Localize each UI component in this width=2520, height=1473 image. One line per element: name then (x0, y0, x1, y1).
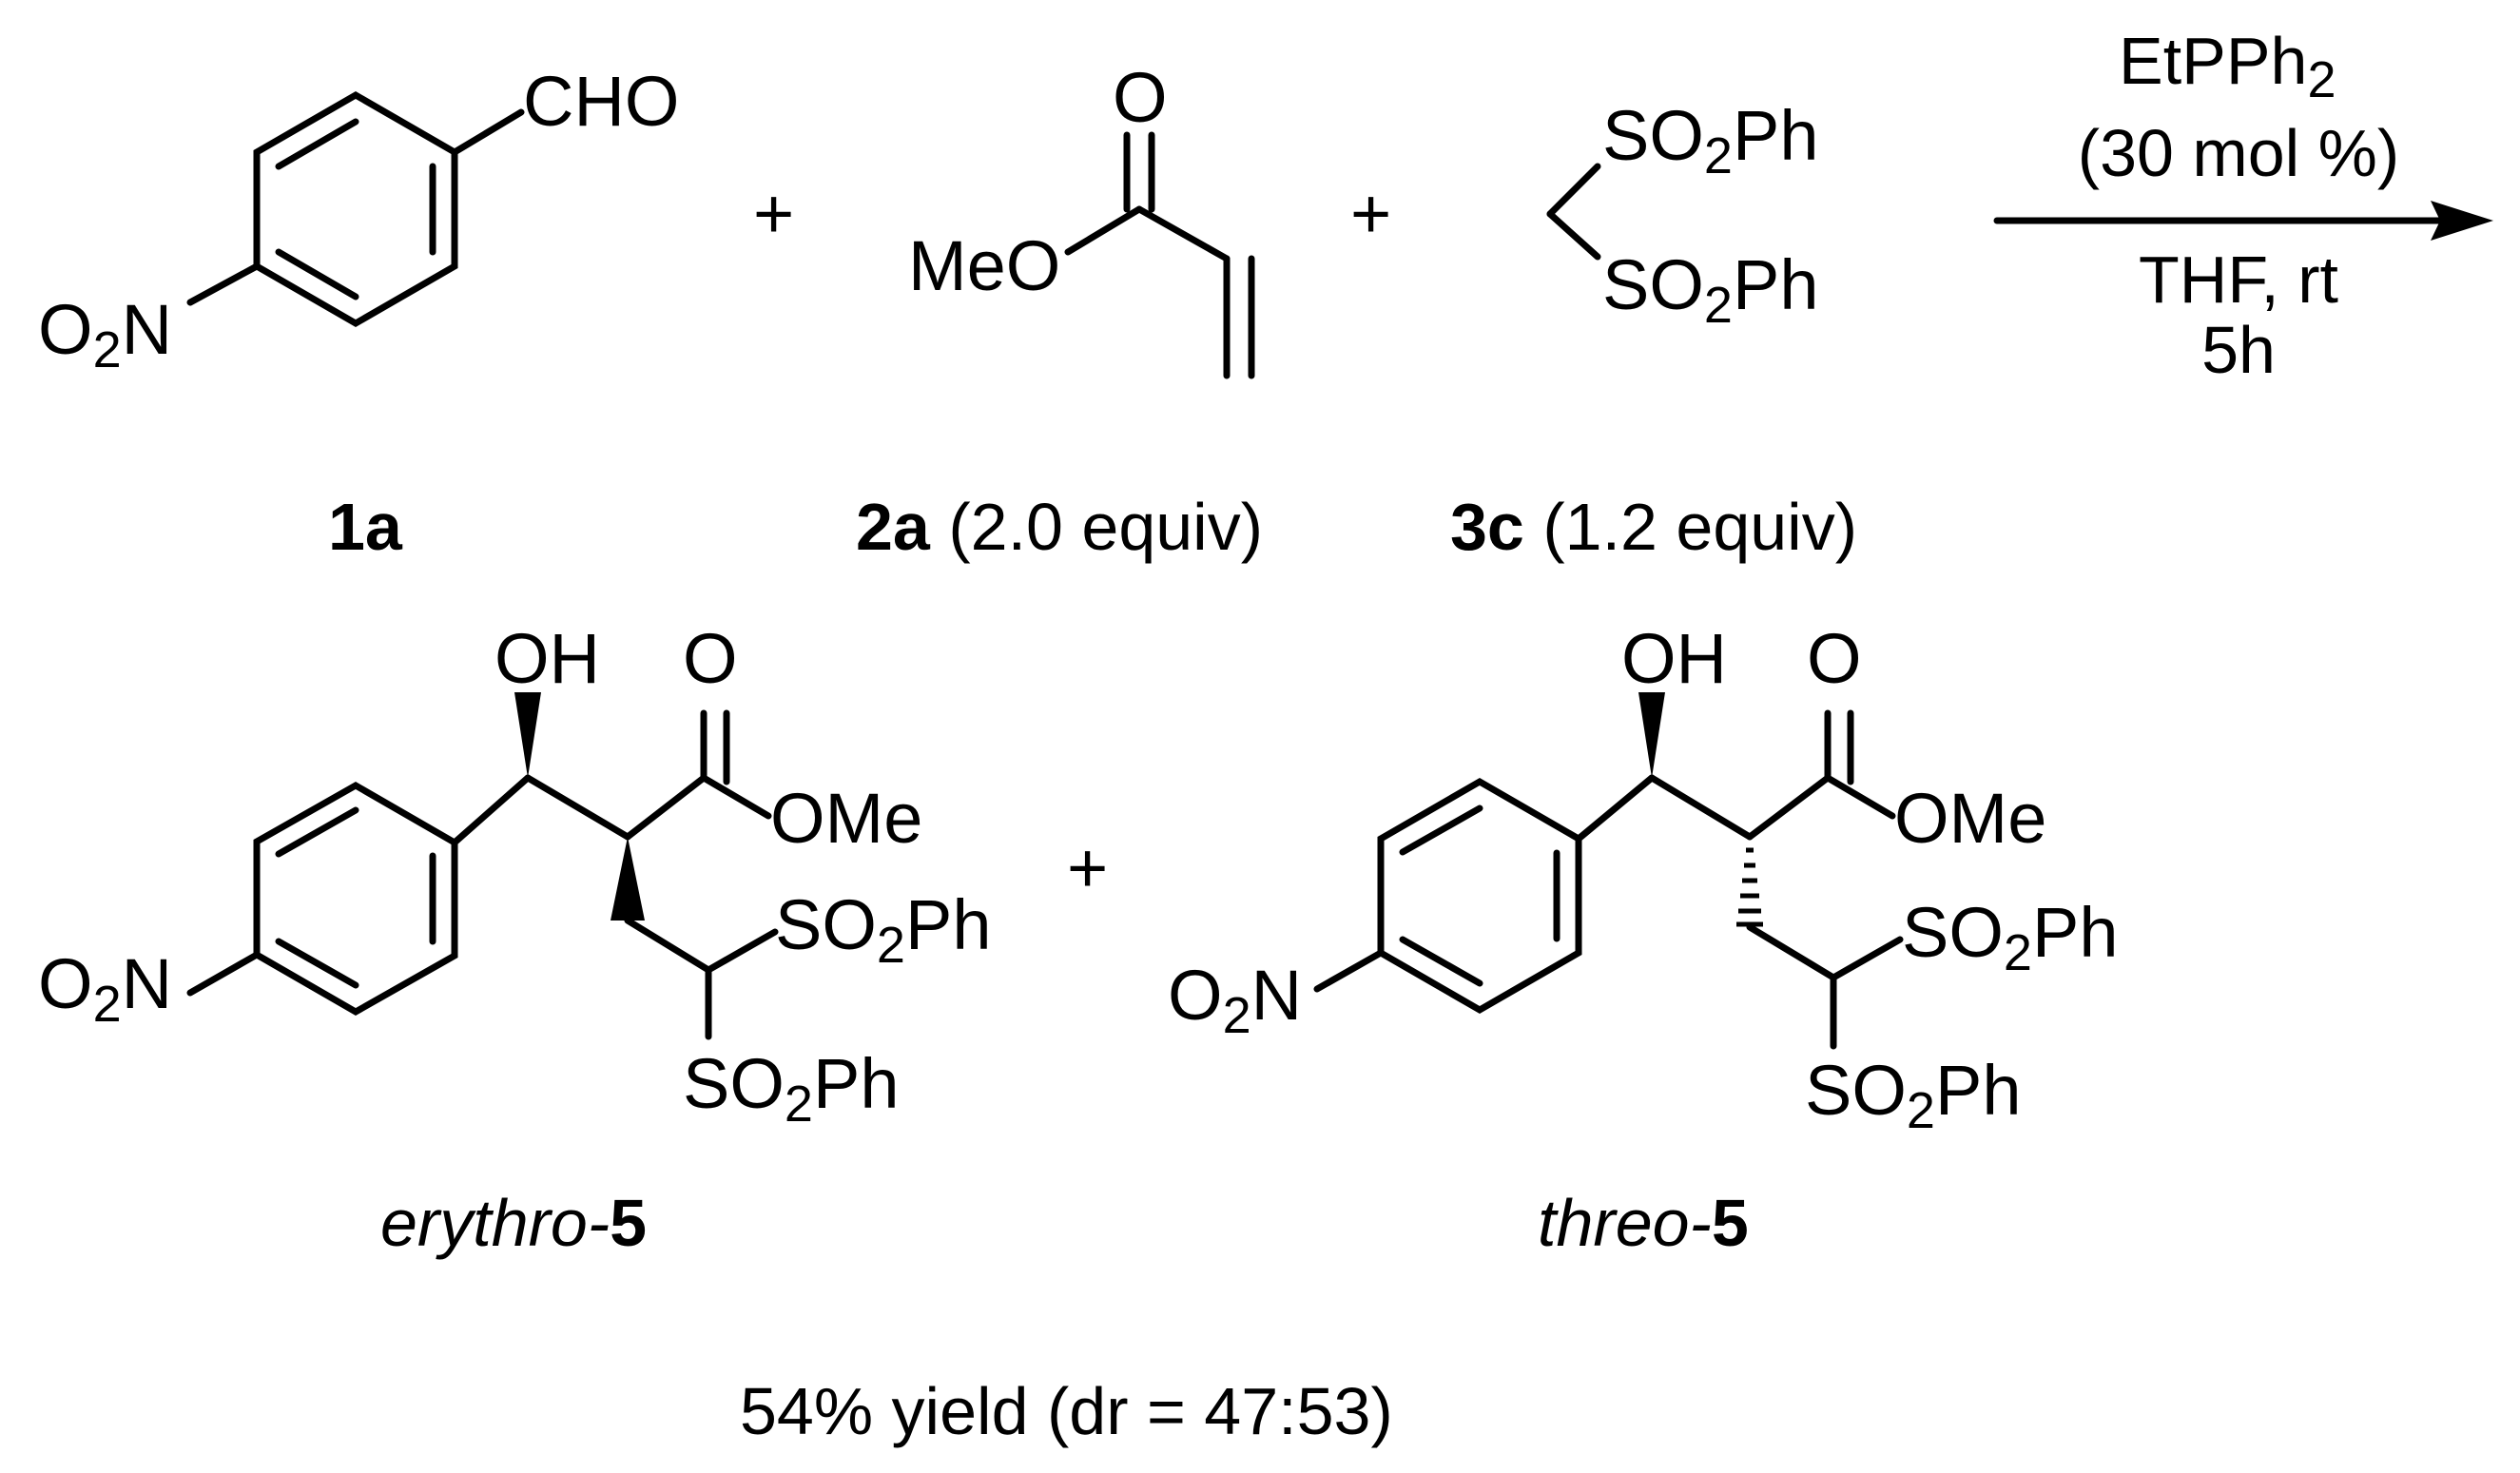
nitro-group: O2N (1168, 956, 1302, 1044)
carbonyl-o: O (1113, 58, 1168, 137)
reaction-time: 5h (2201, 313, 2276, 387)
sulfonyl-right: SO2Ph (1902, 893, 2118, 981)
nitro-group: O2N (38, 944, 172, 1033)
label-3c: 3c (1.2 equiv) (1450, 490, 1857, 564)
ester-carbonyl-o: O (1807, 619, 1862, 698)
sulfonyl-bottom: SO2Ph (1805, 1051, 2021, 1139)
wedge-bond-oh (514, 692, 541, 778)
solvent-temperature: THF, rt (2139, 242, 2338, 317)
product-erythro-structure: OH O OMe O2N SO2Ph SO2Ph (38, 619, 991, 1133)
hydroxyl-oh: OH (494, 619, 600, 698)
reactant-1a-structure: CHO O2N (38, 62, 679, 378)
label-erythro-5: erythro-5 (380, 1186, 647, 1260)
yield-summary: 54% yield (dr = 47:53) (740, 1374, 1393, 1448)
hashed-bond-ch2 (1736, 847, 1763, 927)
sulfonyl-right: SO2Ph (775, 885, 991, 974)
wedge-bond-ch2 (611, 837, 645, 921)
product-threo-structure: OH O OMe O2N SO2Ph SO2Ph (1168, 619, 2118, 1139)
ester-carbonyl-o: O (683, 619, 738, 698)
plus-sign-2: + (1350, 174, 1391, 253)
sulfonyl-top: SO2Ph (1602, 96, 1818, 184)
ester-ome: OMe (1894, 779, 2046, 858)
aldehyde-cho: CHO (523, 62, 679, 141)
catalyst-loading: (30 mol %) (2078, 116, 2399, 190)
label-threo-5: threo-5 (1538, 1186, 1749, 1260)
plus-sign-products: + (1067, 828, 1108, 907)
reactant-3c-structure: SO2Ph SO2Ph (1546, 96, 1818, 334)
methoxy-meo: MeO (908, 226, 1060, 305)
wedge-bond-oh (1638, 692, 1665, 778)
reactant-2a-structure: O MeO (908, 58, 1255, 379)
sulfonyl-bottom: SO2Ph (683, 1044, 899, 1133)
reaction-arrow (1993, 201, 2493, 241)
plus-sign-1: + (753, 174, 794, 253)
label-1a: 1a (328, 490, 403, 564)
nitro-group: O2N (38, 290, 172, 378)
catalyst-text: EtPPh2 (2119, 24, 2336, 108)
sulfonyl-bottom: SO2Ph (1602, 245, 1818, 334)
label-2a: 2a (2.0 equiv) (856, 490, 1263, 564)
ester-ome: OMe (770, 779, 922, 858)
hydroxyl-oh: OH (1621, 619, 1727, 698)
